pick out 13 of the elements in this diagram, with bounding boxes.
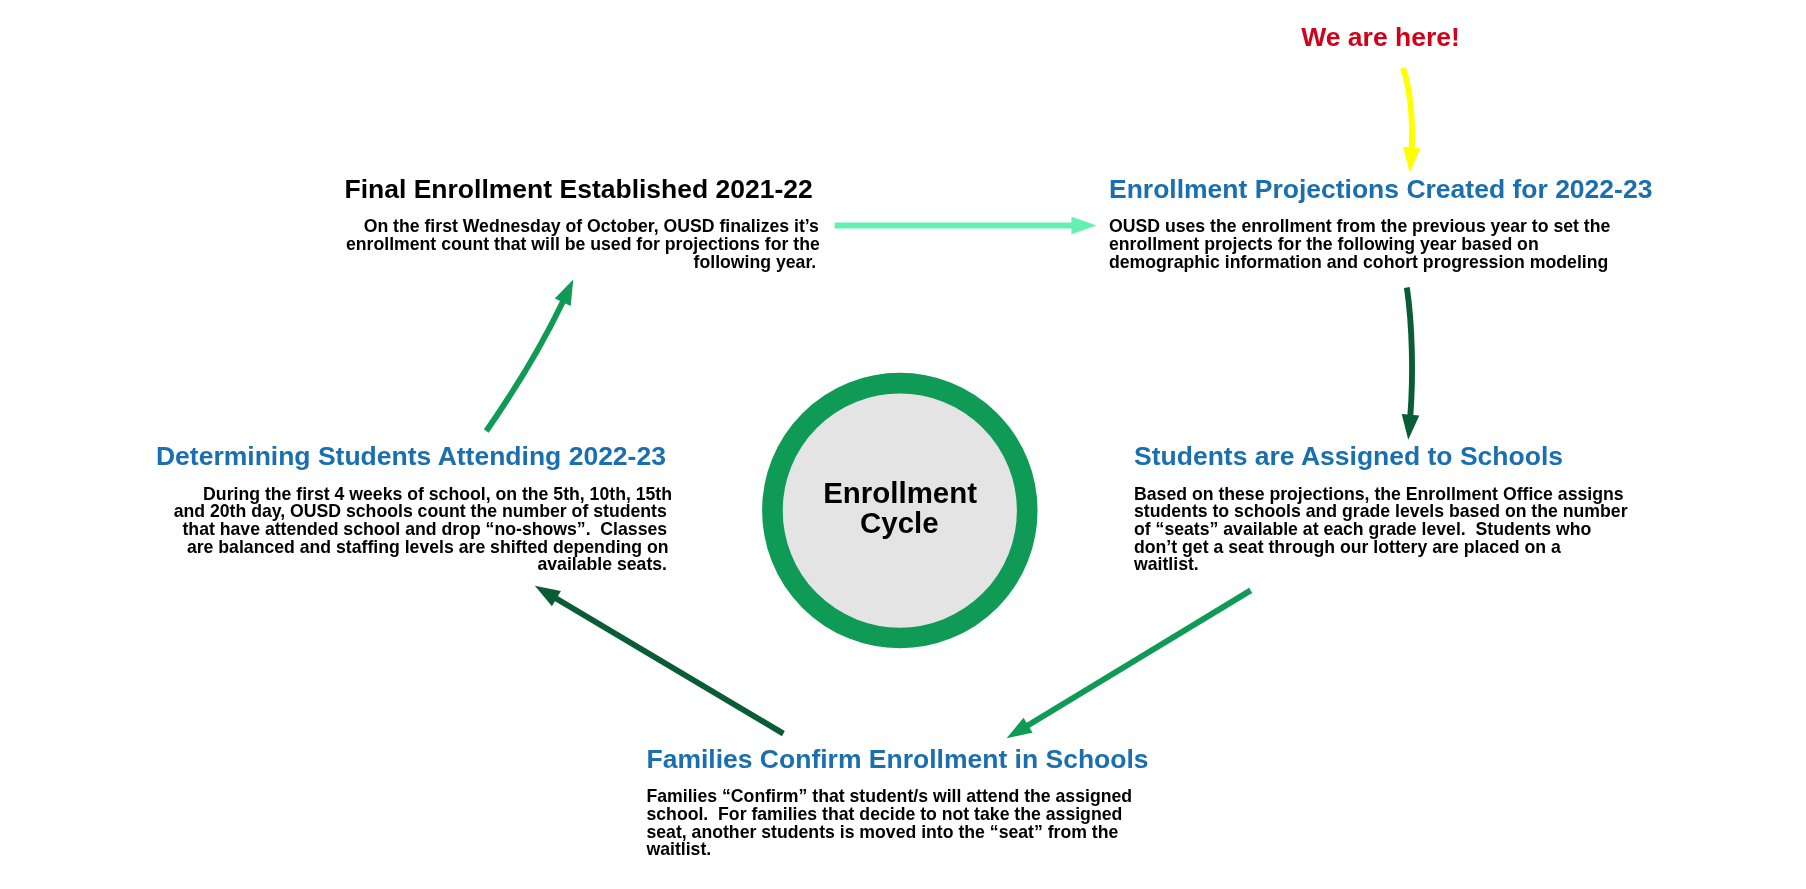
arrow — [1399, 66, 1421, 172]
node-text: Enrollment Projections Created for 2022-23 OUSD uses the enrollment from the previous year to set the enrollment projects for the following year based on demographic information and cohort progression modeling — [1108, 173, 1652, 272]
node-text: Determining Students Attending 2022-23 During the first 4 weeks of school, on the 5th, 10th, 15th and 20th day, OUSD schools count the number of students that have attended school and drop “no-shows”. Classes are balanced and staffing levels are shifted depending on available seats. — [155, 440, 672, 574]
node-circle: Enrollment Cycle — [761, 372, 1038, 648]
node-text: Families Confirm Enrollment in Schools Families “Confirm” that student/s will attend the assigned school. For families that decide to not take the assigned seat, another students is moved into the “seat” from the waitlist. — [645, 743, 1149, 859]
arrow — [483, 278, 573, 433]
arrow — [1401, 286, 1419, 440]
node-text: We are here! — [1300, 21, 1460, 52]
arrow — [834, 216, 1096, 234]
arrow — [1006, 587, 1252, 738]
arrow — [534, 585, 785, 736]
node-text: Final Enrollment Established 2021-22 On the first Wednesday of October, OUSD finalizes it’s enrollment count that will be used for projections for the following year. — [344, 173, 820, 272]
node-text: Students are Assigned to Schools Based on these projections, the Enrollment Office assigns students to schools and grade levels based on the number of “seats” available at each grade level. Students who don’t get a seat through our lottery are placed on a waitlist. — [1133, 440, 1628, 574]
